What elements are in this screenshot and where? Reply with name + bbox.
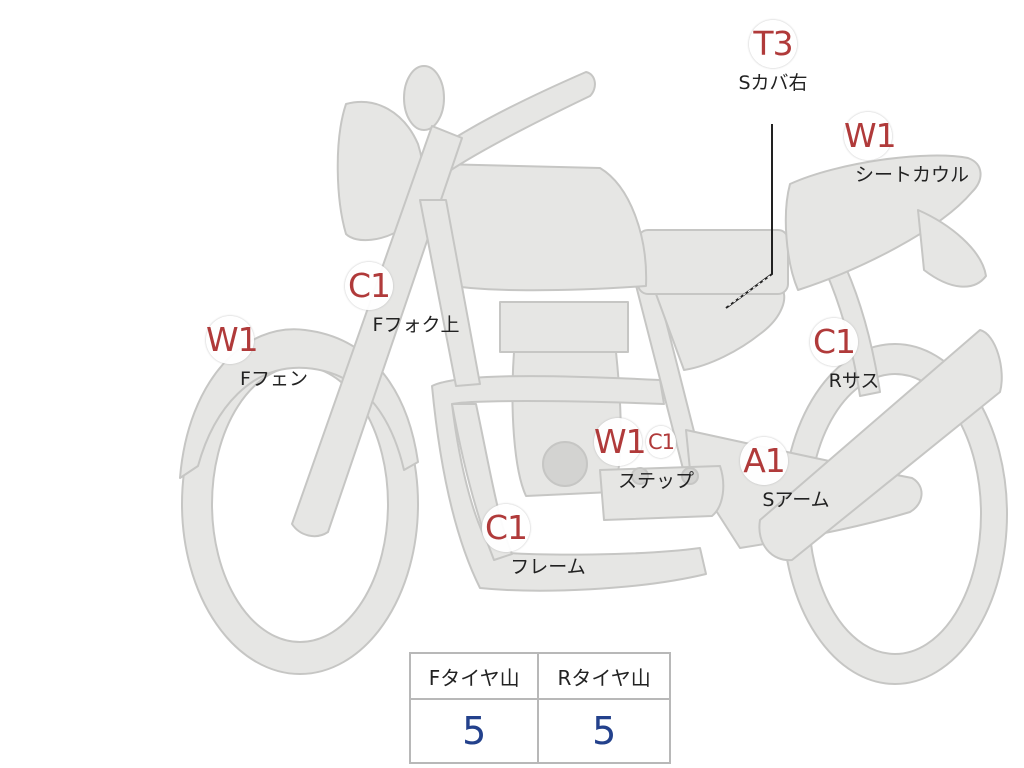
part-label: Rサス [828,370,880,392]
engine-cover-circle [542,441,588,487]
condition-code: W1 [594,418,647,466]
rear-shock-bar [758,329,1003,562]
part-label: Fフェン [240,368,308,390]
condition-code-secondary: C1 [646,426,676,458]
part-label: ステップ [617,470,695,492]
leader-line [725,124,773,309]
leader-line-dashes [727,275,771,307]
part-label: シートカウル [854,164,970,186]
tail-fin [917,209,987,288]
front-tire-value: 5 [408,698,540,764]
part-label: Sアーム [762,489,830,511]
condition-code: W1 [844,112,897,160]
meter [403,65,445,131]
handlebar [435,71,596,173]
part-label: Fフォク上 [372,314,460,336]
condition-code: T3 [749,20,797,68]
rear-wheel [782,343,1008,685]
fuel-tank [432,163,648,292]
engine-upper [499,301,629,353]
condition-code: A1 [740,437,788,485]
condition-code: W1 [206,316,259,364]
front-tire-header: Fタイヤ山 [408,652,540,700]
rear-tire-header: Rタイヤ山 [537,652,671,700]
tire-tread-table: Fタイヤ山 Rタイヤ山 5 5 [408,652,671,764]
condition-code: C1 [482,504,530,552]
side-cover [655,285,786,371]
footpeg-circle-2 [681,467,699,485]
front-fork-inner [419,199,481,387]
front-fork [291,125,463,538]
footpeg-circle [631,467,649,485]
seat-base [637,229,789,295]
part-label: Sカバ右 [738,72,808,94]
condition-code: C1 [345,262,393,310]
part-label: フレーム [510,556,586,578]
seat-cowl-shape [784,154,982,291]
rear-tire-value: 5 [537,698,671,764]
condition-code: C1 [810,318,858,366]
